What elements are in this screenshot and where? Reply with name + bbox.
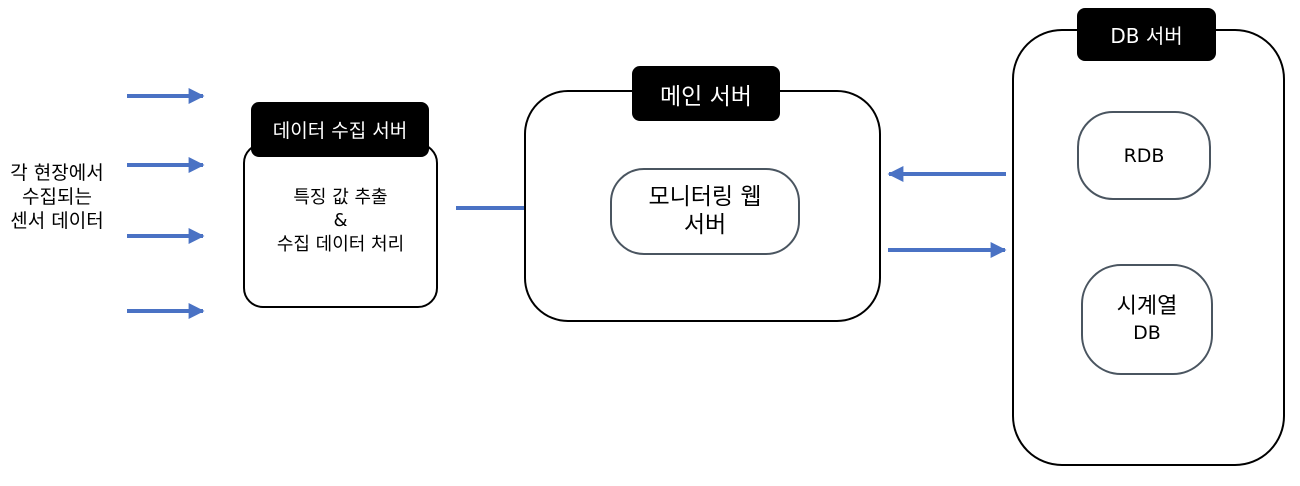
db-server-title: DB 서버 (1077, 8, 1216, 61)
db-server-box (1012, 29, 1285, 466)
rdb-label: RDB (1123, 144, 1165, 167)
rdb-box: RDB (1077, 111, 1211, 200)
main-server-title: 메인 서버 (632, 66, 780, 121)
monitoring-web-server-box: 모니터링 웹 서버 (610, 168, 800, 255)
source-line-2: 수집되는 (22, 185, 92, 208)
collection-desc-line-3: 수집 데이터 처리 (276, 233, 405, 255)
timeseries-line-2: DB (1133, 322, 1161, 345)
source-line-1: 각 현장에서 (10, 162, 104, 184)
collection-desc-line-2: & (333, 210, 348, 232)
web-server-line-2: 서버 (683, 211, 727, 238)
collection-server-desc: 특징 값 추출 & 수집 데이터 처리 (243, 186, 438, 256)
timeseries-line-1: 시계열 (1116, 293, 1178, 319)
timeseries-db-box: 시계열 DB (1081, 264, 1213, 375)
collection-server-title: 데이터 수집 서버 (251, 102, 429, 157)
collection-desc-line-1: 특징 값 추출 (293, 187, 388, 208)
web-server-line-1: 모니터링 웹 (648, 183, 762, 210)
source-line-3: 센서 데이터 (10, 209, 104, 232)
sensor-data-source-text: 각 현장에서 수집되는 센서 데이터 (0, 162, 114, 233)
